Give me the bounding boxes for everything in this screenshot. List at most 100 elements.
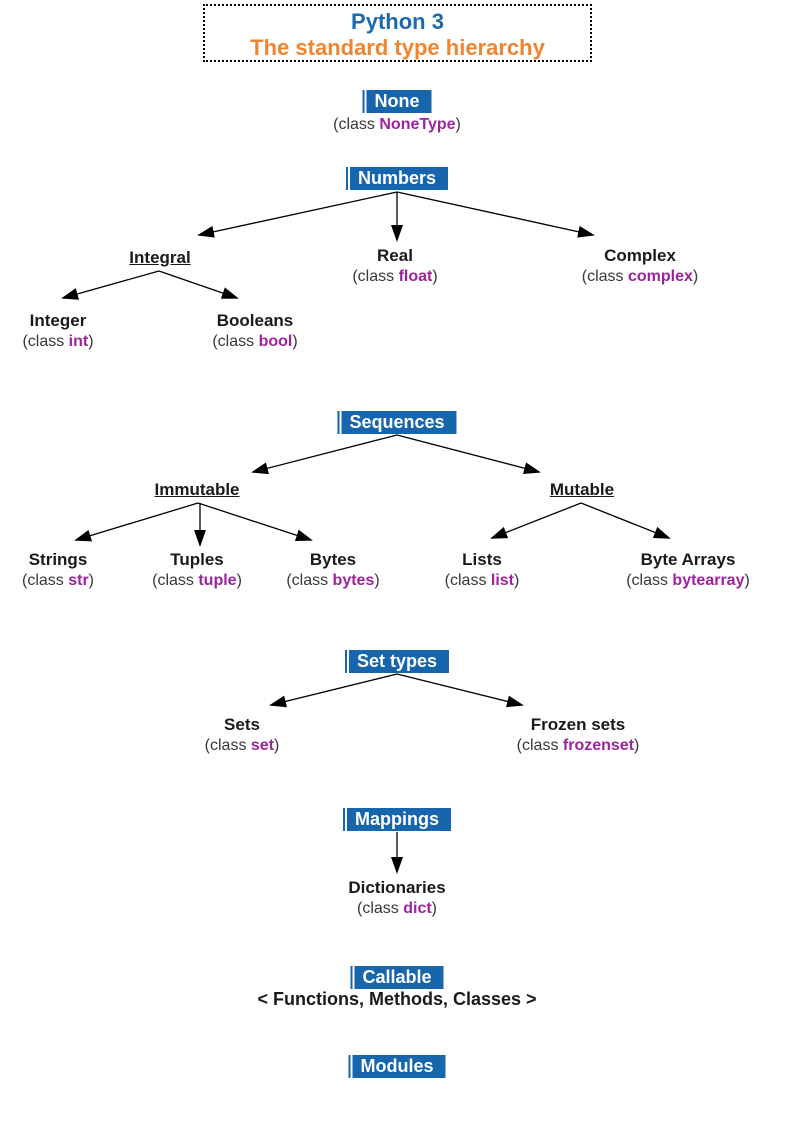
class-suffix: ) <box>692 268 699 285</box>
class-name: float <box>398 268 433 285</box>
node-lists: Lists (class list) <box>445 549 520 591</box>
class-suffix: ) <box>431 900 437 917</box>
class-annotation: (class str) <box>22 570 94 591</box>
arrow-mutable-lists <box>490 502 582 539</box>
class-suffix: ) <box>744 572 750 589</box>
class-prefix: (class <box>152 572 199 589</box>
class-name: bool <box>258 333 293 350</box>
node-booleans: Booleans (class bool) <box>212 310 297 352</box>
class-suffix: ) <box>455 116 461 133</box>
class-suffix: ) <box>292 333 298 350</box>
node-name: Tuples <box>170 550 224 569</box>
class-prefix: (class <box>516 737 563 754</box>
node-name: Byte Arrays <box>640 550 736 569</box>
header-sequences: Sequences <box>337 411 457 434</box>
class-annotation: (class complex) <box>582 266 698 287</box>
callable-subtitle: < Functions, Methods, Classes > <box>257 989 536 1010</box>
class-suffix: ) <box>432 268 438 285</box>
node-name: Integer <box>29 311 87 330</box>
node-tuples: Tuples (class tuple) <box>152 549 242 591</box>
class-suffix: ) <box>236 572 242 589</box>
class-annotation: (class frozenset) <box>517 735 640 756</box>
group-label: Immutable <box>154 480 240 499</box>
node-byte-arrays: Byte Arrays (class bytearray) <box>626 549 750 591</box>
class-prefix: (class <box>581 268 628 285</box>
header-numbers: Numbers <box>345 167 449 190</box>
class-suffix: ) <box>274 737 280 754</box>
arrow-sequences-immutable <box>251 434 398 475</box>
node-integer: Integer (class int) <box>22 310 93 352</box>
node-dictionaries: Dictionaries (class dict) <box>348 877 445 919</box>
title-line-2: The standard type hierarchy <box>250 35 545 60</box>
class-prefix: (class <box>204 737 251 754</box>
class-name: frozenset <box>562 737 635 754</box>
class-name: int <box>68 333 89 350</box>
node-name: Lists <box>462 550 502 569</box>
arrow-numbers-integral <box>197 191 398 238</box>
class-annotation: (class bool) <box>212 331 297 352</box>
class-prefix: (class <box>212 333 259 350</box>
class-name: bytearray <box>672 572 745 589</box>
class-prefix: (class <box>626 572 673 589</box>
class-name: NoneType <box>379 116 456 133</box>
header-modules: Modules <box>348 1055 446 1078</box>
class-suffix: ) <box>514 572 520 589</box>
node-name: Real <box>377 246 413 265</box>
class-suffix: ) <box>374 572 380 589</box>
arrow-numbers-complex <box>396 191 595 238</box>
class-annotation: (class list) <box>445 570 520 591</box>
class-prefix: (class <box>21 572 69 589</box>
arrow-immutable-strings <box>74 502 199 542</box>
node-name: Frozen sets <box>530 715 626 734</box>
node-real: Real (class float) <box>352 245 437 287</box>
header-callable: Callable <box>350 966 444 989</box>
node-strings: Strings (class str) <box>22 549 94 591</box>
class-name: dict <box>403 900 432 917</box>
class-name: tuple <box>198 572 237 589</box>
class-annotation: (class bytes) <box>286 570 379 591</box>
class-prefix: (class <box>356 900 404 917</box>
node-name: Booleans <box>216 311 294 330</box>
class-annotation: (class NoneType) <box>333 114 461 135</box>
class-suffix: ) <box>88 333 94 350</box>
class-annotation: (class bytearray) <box>626 570 750 591</box>
class-annotation: (class int) <box>22 331 93 352</box>
arrow-sequences-mutable <box>396 434 541 475</box>
class-prefix: (class <box>286 572 333 589</box>
node-name: Bytes <box>309 550 357 569</box>
node-name: Sets <box>224 715 260 734</box>
class-name: str <box>68 572 89 589</box>
node-name: Strings <box>28 550 88 569</box>
node-sets: Sets (class set) <box>205 714 280 756</box>
class-annotation: (class dict) <box>348 898 445 919</box>
title-box: Python 3 The standard type hierarchy <box>203 4 592 62</box>
arrow-integral-booleans <box>158 270 239 299</box>
node-name: Complex <box>604 246 676 265</box>
class-name: set <box>250 737 275 754</box>
class-suffix: ) <box>634 737 640 754</box>
node-name: Dictionaries <box>348 878 446 897</box>
header-set-types: Set types <box>344 650 450 673</box>
node-none-class: (class NoneType) <box>333 114 461 135</box>
node-complex: Complex (class complex) <box>582 245 698 287</box>
arrow-settypes-sets <box>269 673 398 708</box>
label-immutable: Immutable <box>154 479 239 500</box>
group-label: Integral <box>129 248 191 267</box>
group-label: Mutable <box>549 480 615 499</box>
class-annotation: (class float) <box>352 266 437 287</box>
label-integral: Integral <box>129 247 190 268</box>
node-frozen-sets: Frozen sets (class frozenset) <box>517 714 640 756</box>
header-mappings: Mappings <box>343 808 451 831</box>
class-annotation: (class tuple) <box>152 570 242 591</box>
class-suffix: ) <box>88 572 95 589</box>
subtitle-text: < Functions, Methods, Classes > <box>257 989 537 1009</box>
class-name: bytes <box>332 572 375 589</box>
class-prefix: (class <box>352 268 399 285</box>
arrow-immutable-bytes <box>197 502 313 542</box>
class-name: list <box>490 572 515 589</box>
label-mutable: Mutable <box>550 479 614 500</box>
arrow-mutable-bytearrays <box>580 502 671 539</box>
class-annotation: (class set) <box>205 735 280 756</box>
class-prefix: (class <box>22 333 69 350</box>
